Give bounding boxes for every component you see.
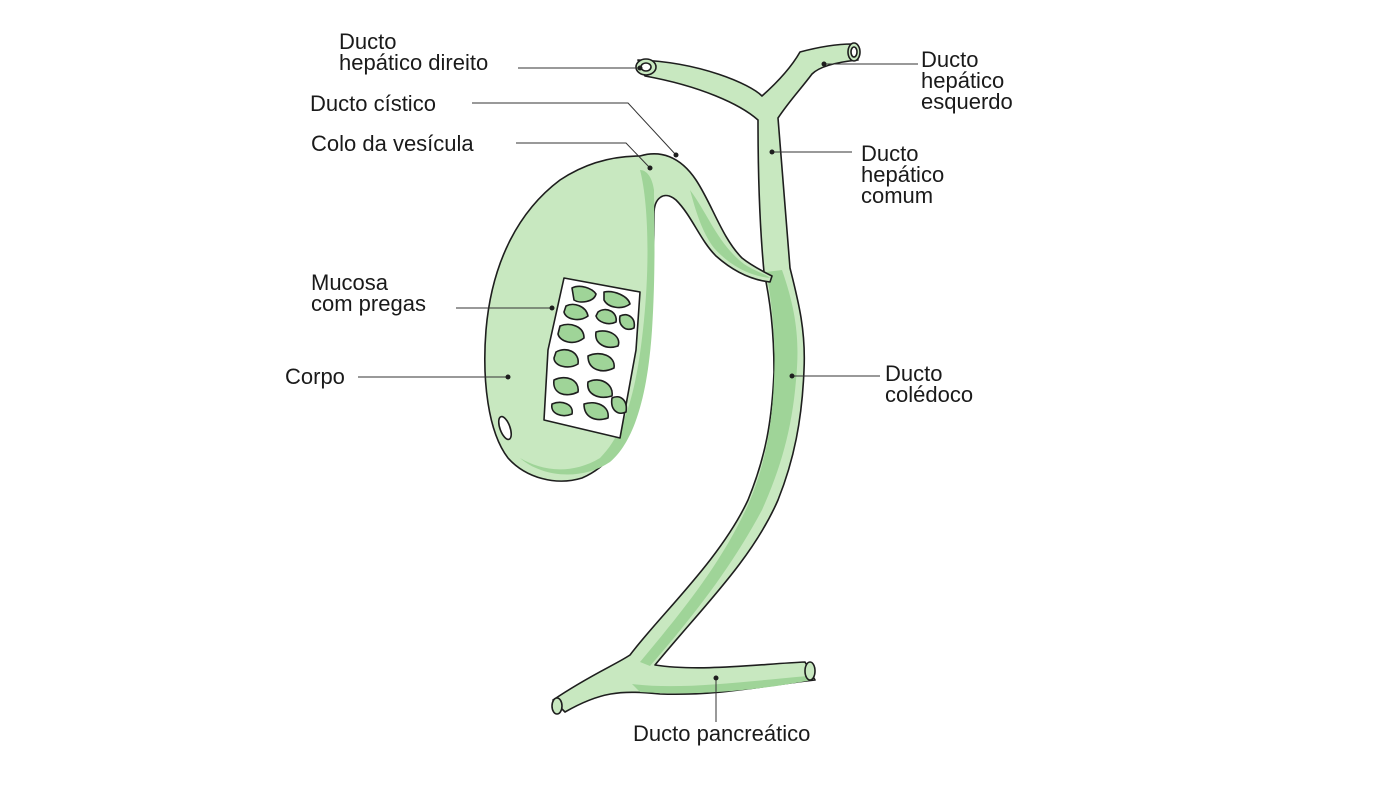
pancreatic-end-icon	[551, 697, 563, 715]
dot-common-hepatic	[769, 149, 775, 155]
leader-lines	[358, 63, 918, 722]
dot-cystic	[673, 152, 679, 158]
duct-tree-shape	[552, 43, 859, 713]
cystic-shading	[690, 190, 770, 278]
label-line: com pregas	[311, 291, 426, 316]
label-common-bile-duct: Ducto colédoco	[885, 361, 974, 407]
leader-neck	[516, 142, 651, 169]
dot-common-bile	[789, 373, 795, 379]
label-line: esquerdo	[921, 89, 1013, 114]
duodenal-end-icon	[804, 661, 816, 681]
left-hepatic-lumen	[850, 46, 858, 58]
mucosa-window	[543, 277, 641, 439]
dot-neck	[647, 165, 653, 171]
label-line: hepático	[921, 68, 1005, 93]
label-gallbladder-neck: Colo da vesícula	[311, 131, 474, 156]
label-common-hepatic-duct: Ducto hepático comum	[861, 141, 945, 208]
label-cystic-duct: Ducto cístico	[310, 91, 436, 116]
dot-right-hepatic	[637, 65, 643, 71]
leader-cystic	[472, 102, 677, 156]
label-line: Ducto	[861, 141, 919, 166]
label-pancreatic-duct: Ducto pancreático	[633, 721, 811, 746]
label-line: comum	[861, 183, 934, 208]
right-hepatic-lumen	[640, 62, 652, 72]
label-line: Ducto	[339, 29, 397, 54]
duct-shading	[640, 270, 798, 666]
label-left-hepatic-duct: Ducto hepático esquerdo	[921, 47, 1013, 114]
label-line: Mucosa	[311, 270, 389, 295]
label-line: hepático direito	[339, 50, 489, 75]
dot-mucosa	[549, 305, 555, 311]
dot-body	[505, 374, 511, 380]
dot-left-hepatic	[821, 61, 827, 67]
duct-system	[551, 42, 861, 715]
leader-dots	[505, 61, 827, 681]
label-line: Ducto	[921, 47, 979, 72]
label-right-hepatic-duct: Ducto hepático direito	[339, 29, 489, 75]
label-line: Ducto	[885, 361, 943, 386]
dot-pancreatic	[713, 675, 719, 681]
mucosa-folds	[551, 285, 636, 421]
label-line: colédoco	[885, 382, 974, 407]
highlight-icon	[497, 415, 513, 441]
label-body: Corpo	[285, 364, 345, 389]
label-mucosa: Mucosa com pregas	[311, 270, 426, 316]
label-line: hepático	[861, 162, 945, 187]
pancreatic-shading	[632, 676, 812, 694]
